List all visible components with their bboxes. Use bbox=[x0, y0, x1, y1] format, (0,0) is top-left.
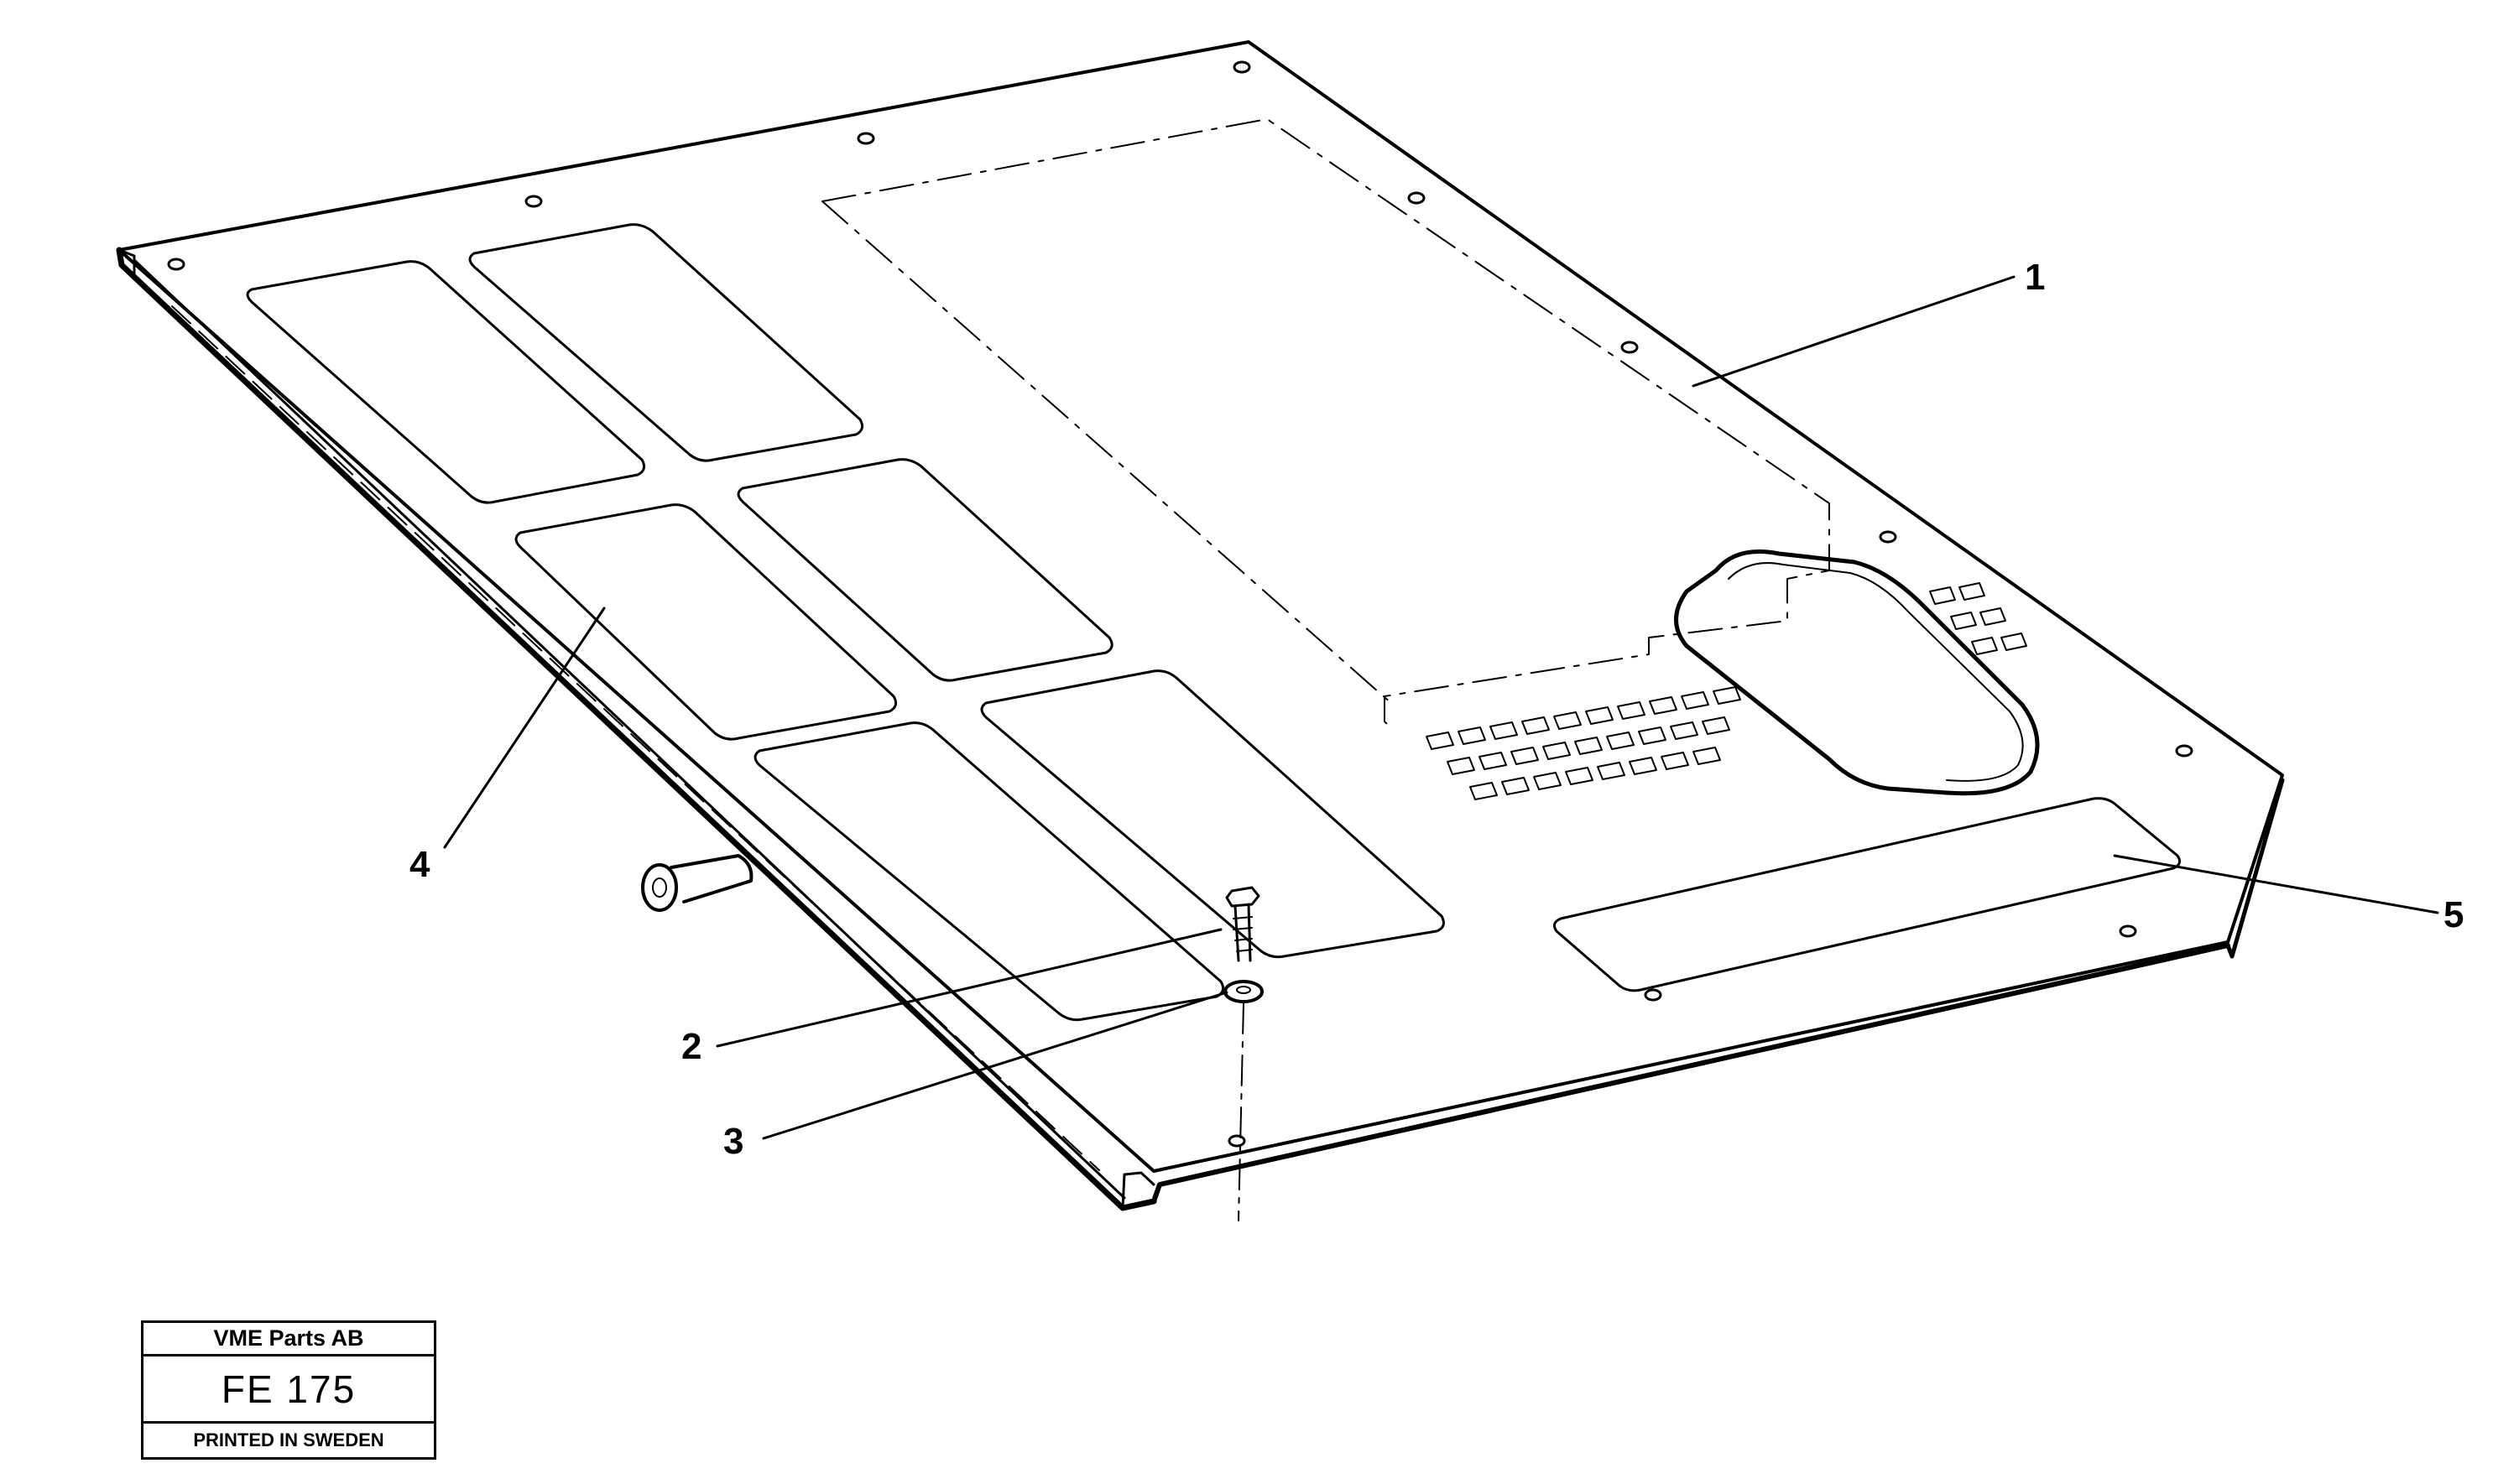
vent-square bbox=[1521, 716, 1550, 735]
vent-square bbox=[1958, 582, 1985, 601]
oval-opening bbox=[1674, 549, 2040, 796]
vent-square bbox=[1426, 732, 1454, 750]
diagram-code: FE 175 bbox=[143, 1356, 434, 1424]
vent-square bbox=[1617, 701, 1645, 720]
vent-square bbox=[1606, 732, 1635, 750]
vent-square bbox=[1638, 726, 1666, 745]
vent-square bbox=[2000, 633, 2027, 651]
vent-square bbox=[1649, 696, 1677, 715]
vent-square bbox=[1929, 586, 1956, 605]
vent-square bbox=[1553, 711, 1582, 730]
front-dashed-line bbox=[171, 305, 1100, 1171]
vent-square bbox=[1533, 772, 1562, 790]
vent-square bbox=[1478, 752, 1507, 770]
callout-5: 5 bbox=[2443, 894, 2464, 935]
vent-square bbox=[1702, 716, 1730, 735]
cover-plate bbox=[116, 40, 2285, 1211]
vent-square bbox=[1670, 721, 1698, 740]
callout-2: 2 bbox=[681, 1026, 701, 1067]
vent-square bbox=[1501, 777, 1530, 795]
vent-square bbox=[1510, 747, 1539, 765]
vent-square bbox=[1950, 612, 1977, 630]
printed-note: PRINTED IN SWEDEN bbox=[193, 1429, 384, 1450]
callout-1: 1 bbox=[2025, 257, 2045, 298]
vent-square bbox=[1713, 686, 1741, 705]
vent-square bbox=[1469, 782, 1498, 800]
mounting-holes bbox=[167, 60, 2193, 1148]
assembly-axis-line bbox=[1238, 1002, 1244, 1221]
callout-3: 3 bbox=[723, 1121, 743, 1162]
vent-square bbox=[1979, 607, 2006, 626]
dashed-outline bbox=[821, 118, 1830, 731]
vent-square bbox=[1661, 752, 1689, 770]
vent-square bbox=[1681, 691, 1709, 710]
vent-square bbox=[1629, 757, 1657, 775]
vent-square bbox=[1585, 706, 1614, 725]
callout-4: 4 bbox=[409, 844, 430, 885]
bolt bbox=[1225, 886, 1260, 962]
vent-square bbox=[1489, 721, 1518, 740]
vent-square bbox=[1542, 742, 1571, 760]
vent-square bbox=[1692, 747, 1721, 765]
panels bbox=[246, 223, 1445, 1022]
vent-square bbox=[1971, 637, 1998, 655]
leader-lines bbox=[443, 275, 2439, 1140]
vent-square bbox=[1458, 726, 1486, 745]
title-block: VME Parts AB FE 175 PRINTED IN SWEDEN bbox=[141, 1320, 436, 1460]
callouts: 1 2 3 4 5 bbox=[409, 257, 2464, 1162]
washer bbox=[1223, 980, 1264, 1003]
vent-square bbox=[1574, 737, 1603, 755]
vent-square bbox=[1597, 762, 1625, 780]
long-panel bbox=[1552, 797, 2182, 992]
company-name: VME Parts AB bbox=[143, 1323, 434, 1356]
vent-square bbox=[1447, 757, 1475, 775]
vent-grid bbox=[1426, 582, 2027, 800]
vent-square bbox=[1565, 767, 1593, 785]
rubber-plug bbox=[641, 854, 754, 912]
